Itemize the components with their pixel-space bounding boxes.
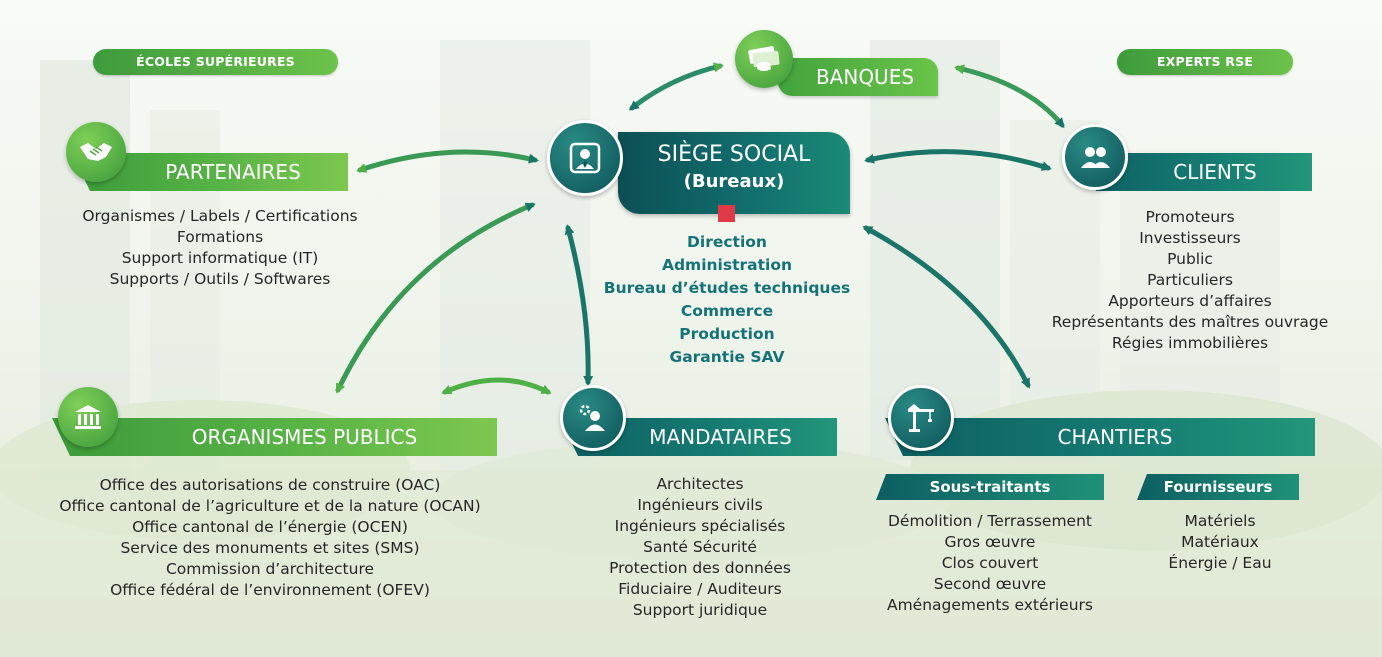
organismes-label: ORGANISMES PUBLICS [191, 425, 418, 449]
mandataires-item: Protection des données [609, 559, 791, 577]
mandataires-item: Santé Sécurité [643, 538, 757, 556]
organismes-item: Office cantonal de l’énergie (OCEN) [132, 518, 408, 536]
mandataires-item: Ingénieurs spécialisés [614, 517, 786, 535]
siege-item: Direction [687, 233, 767, 251]
sous-traitants-item: Gros œuvre [944, 533, 1036, 551]
siege-marker [718, 205, 735, 222]
siege-items: Direction Administration Bureau d’études… [598, 231, 856, 369]
siege-item: Commerce [680, 302, 774, 320]
sous-traitants-item: Clos couvert [941, 554, 1039, 572]
fournisseurs-header: Fournisseurs [1137, 474, 1299, 500]
fournisseurs-item: Matériels [1184, 512, 1256, 530]
sous-traitants-item: Second œuvre [933, 575, 1047, 593]
siege-subtitle: (Bureaux) [683, 171, 785, 192]
partenaires-item: Support informatique (IT) [121, 249, 319, 267]
mandataires-item: Fiduciaire / Auditeurs [618, 580, 782, 598]
clients-item: Représentants des maîtres ouvrage [1051, 313, 1329, 331]
siege-item: Production [679, 325, 775, 343]
fournisseurs-item: Matériaux [1181, 533, 1259, 551]
arrow-siege-mandataires [564, 224, 594, 386]
arrow-siege-clients [864, 149, 1052, 171]
sous-traitants-header: Sous-traitants [876, 474, 1104, 500]
organismes-item: Office fédéral de l’environnement (OFEV) [110, 581, 430, 599]
mandataires-item: Support juridique [632, 601, 768, 619]
clients-item: Public [1167, 250, 1213, 268]
money-stack-icon [735, 30, 793, 88]
organismes-publics-banner: ORGANISMES PUBLICS [52, 418, 497, 456]
clients-item: Promoteurs [1145, 208, 1235, 226]
crane-icon [888, 385, 954, 451]
partenaires-item: Formations [176, 228, 264, 246]
partenaires-items: Organismes / Labels / Certifications For… [30, 206, 410, 290]
users-icon [1062, 124, 1128, 190]
handshake-icon [66, 122, 126, 182]
partenaires-label: PARTENAIRES [165, 160, 301, 184]
sous-traitants-items: Démolition / Terrassement Gros œuvre Clo… [866, 511, 1114, 616]
organismes-item: Commission d’architecture [165, 560, 375, 578]
partenaires-item: Organismes / Labels / Certifications [82, 207, 358, 225]
partenaires-item: Supports / Outils / Softwares [109, 270, 331, 288]
arrow-banques-clients [954, 64, 1065, 129]
fournisseurs-items: Matériels Matériaux Énergie / Eau [1150, 511, 1290, 574]
fournisseurs-item: Énergie / Eau [1168, 554, 1272, 572]
mandataires-item: Architectes [656, 475, 744, 493]
arrow-organismes-mandataires [441, 377, 552, 395]
clients-item: Régies immobilières [1111, 334, 1269, 352]
organismes-item: Service des monuments et sites (SMS) [120, 539, 420, 557]
siege-title: SIÈGE SOCIAL [657, 142, 811, 167]
chantiers-label: CHANTIERS [1057, 425, 1173, 449]
arrow-partenaires-siege [356, 149, 539, 173]
mandataires-items: Architectes Ingénieurs civils Ingénieurs… [560, 474, 840, 621]
clients-item: Apporteurs d’affaires [1108, 292, 1272, 310]
clients-item: Particuliers [1147, 271, 1233, 289]
person-tie-icon [547, 120, 623, 196]
siege-item: Garantie SAV [669, 348, 785, 366]
chantiers-banner: CHANTIERS [885, 418, 1315, 456]
banques-banner: BANQUES [778, 58, 938, 96]
banques-label: BANQUES [815, 65, 915, 89]
organismes-item: Office cantonal de l’agriculture et de l… [59, 497, 481, 515]
clients-items: Promoteurs Investisseurs Public Particul… [1040, 207, 1340, 354]
siege-social-box: SIÈGE SOCIAL (Bureaux) [618, 132, 850, 214]
sous-traitants-item: Aménagements extérieurs [886, 596, 1093, 614]
mandataires-label: MANDATAIRES [649, 425, 792, 449]
siege-item: Administration [661, 256, 793, 274]
clients-label: CLIENTS [1173, 160, 1257, 184]
mandataires-item: Ingénieurs civils [637, 496, 763, 514]
organismes-items: Office des autorisations de construire (… [0, 475, 540, 601]
arrow-siege-organismes [335, 202, 536, 394]
arrow-siege-banques [628, 62, 724, 111]
experts-rse-pill: EXPERTS RSE [1117, 49, 1293, 75]
organismes-item: Office des autorisations de construire (… [99, 476, 441, 494]
ecoles-superieures-pill: ÉCOLES SUPÉRIEURES [93, 49, 338, 75]
person-gear-icon [560, 385, 626, 451]
clients-item: Investisseurs [1139, 229, 1241, 247]
government-building-icon [58, 387, 118, 447]
sous-traitants-item: Démolition / Terrassement [888, 512, 1092, 530]
arrow-siege-chantiers [862, 225, 1031, 389]
siege-item: Bureau d’études techniques [603, 279, 851, 297]
